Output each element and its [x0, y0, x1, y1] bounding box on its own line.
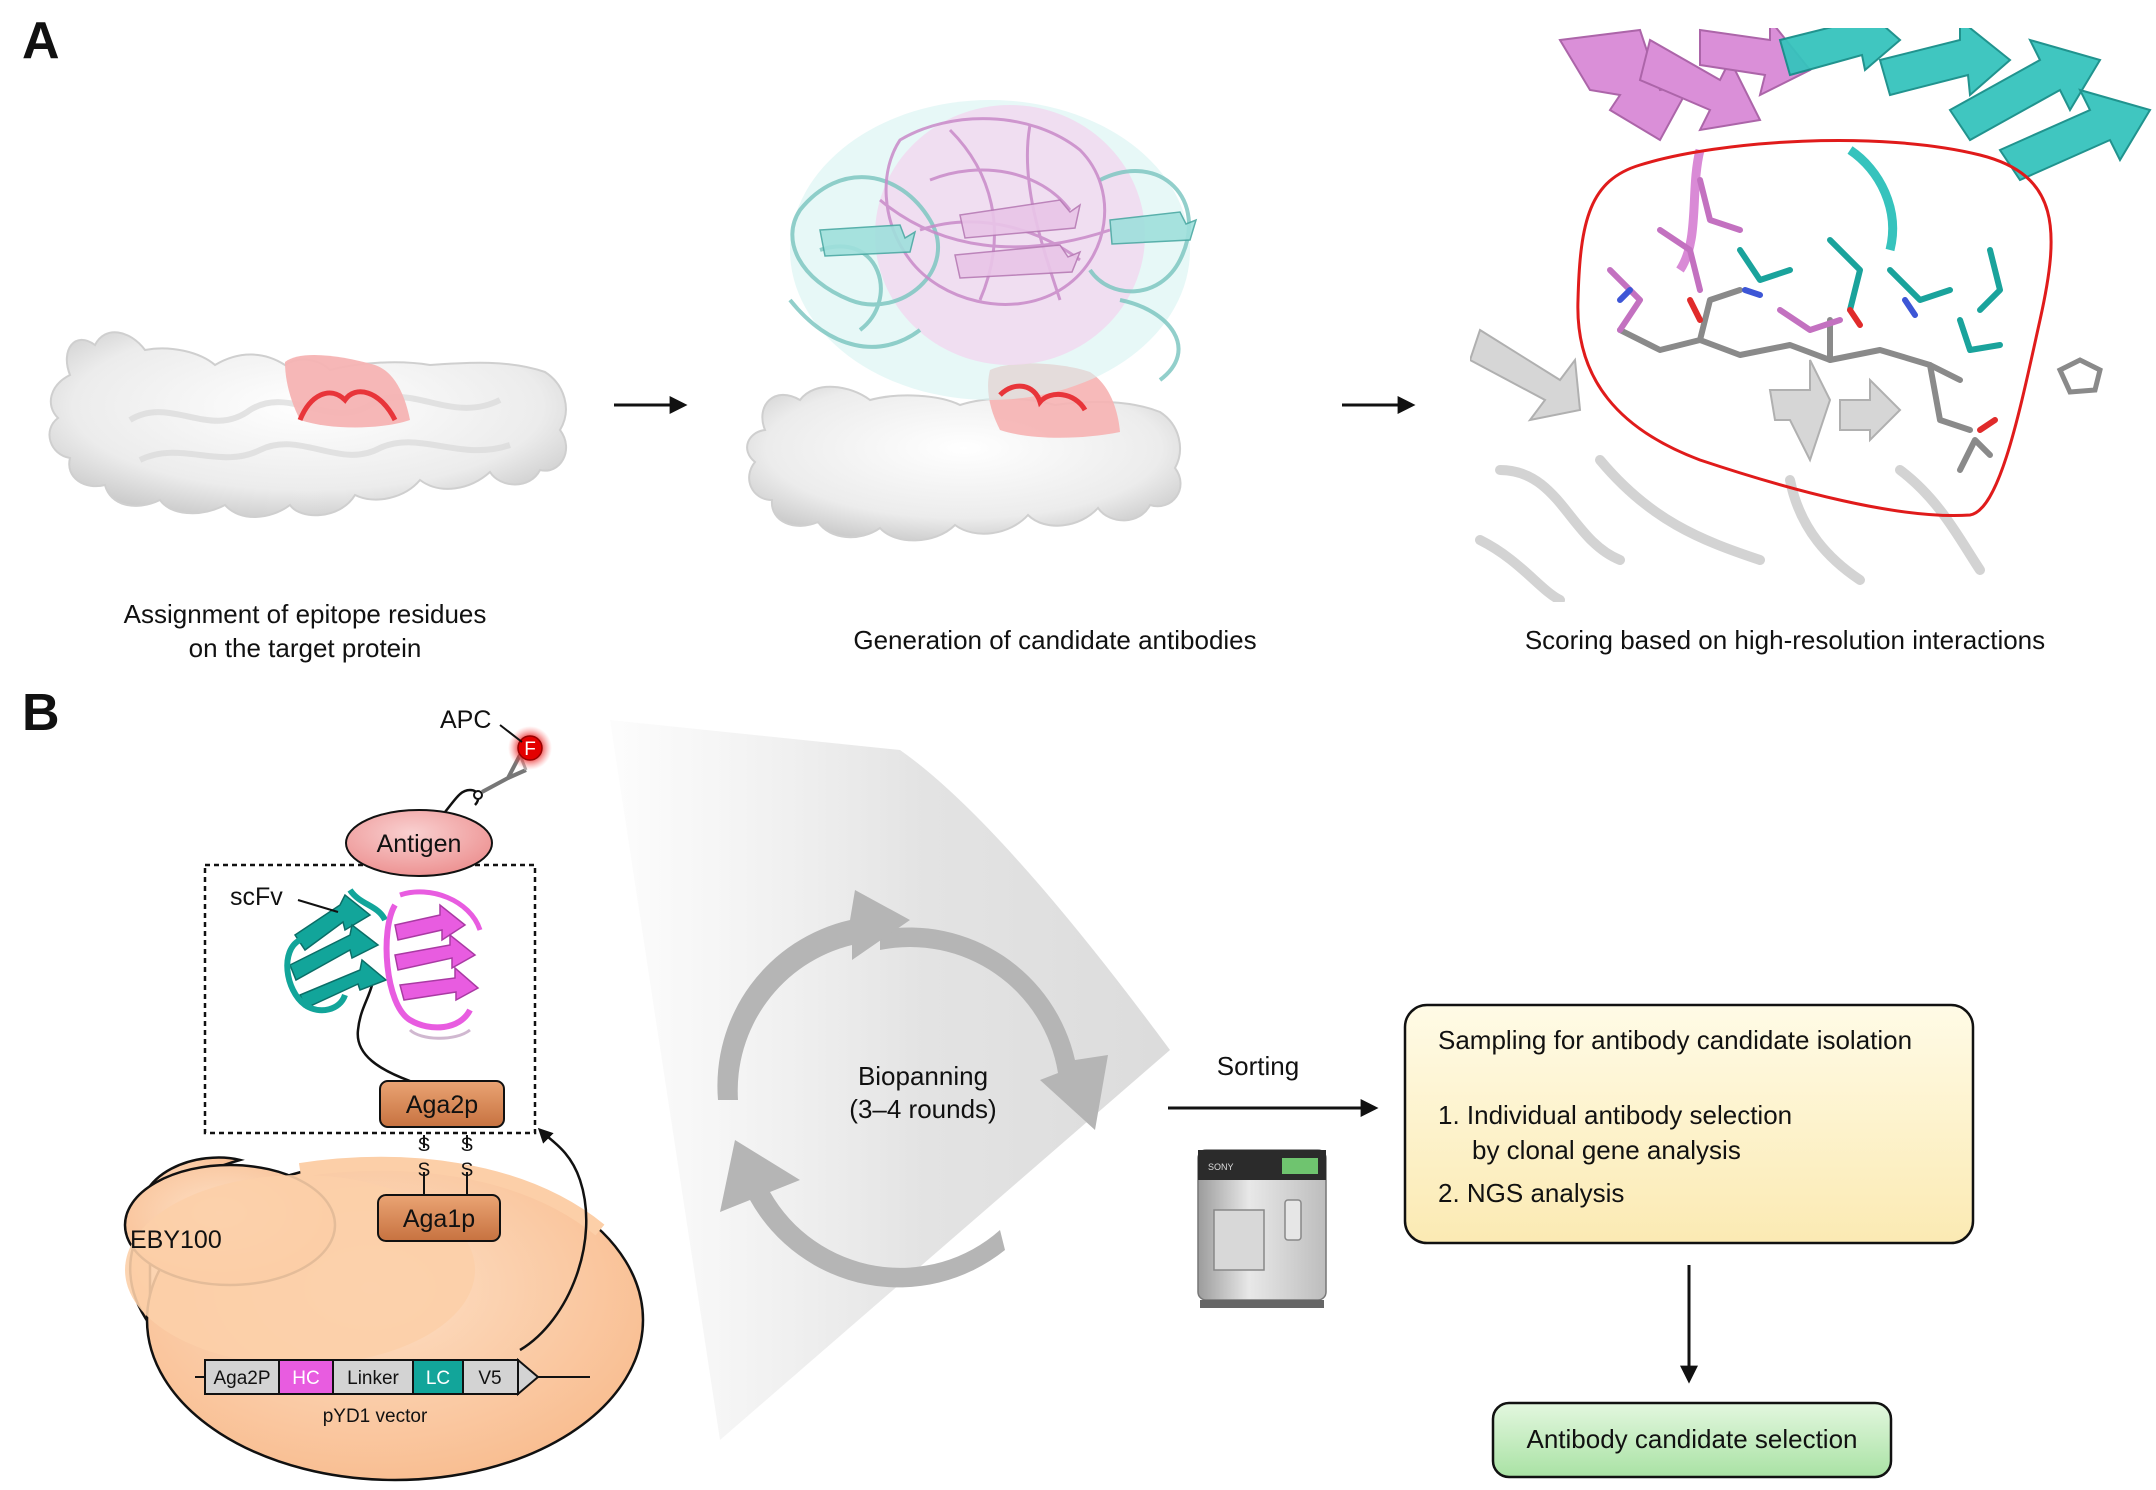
cycle-label-line2: (3–4 rounds): [849, 1094, 996, 1124]
target-protein-surface: [48, 331, 567, 518]
vector-name: pYD1 vector: [323, 1406, 428, 1427]
sampling-item1-line2: by clonal gene analysis: [1472, 1135, 1741, 1165]
aga1p-box: [377, 1194, 501, 1242]
epitope-region: [285, 354, 410, 428]
apc-label: APC: [440, 706, 491, 734]
sampling-box: [1403, 1003, 1975, 1245]
scfv-label: scFv: [230, 883, 283, 911]
antigen-label: Antigen: [377, 830, 462, 858]
sorting-label: Sorting: [1217, 1051, 1299, 1081]
cycle-label-line1: Biopanning: [858, 1061, 988, 1091]
interaction-interface-outline: [1576, 139, 2053, 518]
candidate-antibodies-model: [746, 100, 1198, 542]
interface-detail-model: [1470, 28, 2152, 602]
aga2p-box: [379, 1080, 505, 1128]
fluorophore-letter: F: [524, 739, 536, 760]
expression-arrow-icon: [519, 1127, 588, 1352]
hc-segment: [278, 1359, 334, 1395]
linker-tether: [356, 984, 411, 1083]
caption-generation: Generation of candidate antibodies: [853, 625, 1256, 655]
scfv-pointer: [297, 899, 339, 913]
aga2p-label: Aga2p: [406, 1091, 478, 1119]
zoom-beam: [610, 720, 1170, 1440]
sampling-item1-line1: 1. Individual antibody selection: [1438, 1100, 1792, 1130]
aga1p-label: Aga1p: [403, 1205, 475, 1233]
cell-label: EBY100: [130, 1226, 222, 1254]
sampling-title: Sampling for antibody candidate isolatio…: [1438, 1025, 1912, 1055]
vector-aga2p: Aga2P: [213, 1368, 270, 1389]
caption-epitope-line1: Assignment of epitope residues: [124, 599, 487, 629]
sampling-item2: 2. NGS analysis: [1438, 1178, 1624, 1208]
apc-pointer: [499, 724, 523, 743]
caption-scoring: Scoring based on high-resolution interac…: [1525, 625, 2045, 655]
scfv-structure: [284, 888, 483, 1040]
panel-label-b: B: [22, 684, 60, 742]
cycle-arrow-icon: [717, 890, 1108, 1288]
vector-map: [195, 1357, 590, 1397]
final-selection-label: Antibody candidate selection: [1526, 1424, 1857, 1454]
ss-left-bottom: S: [418, 1160, 431, 1181]
disulfide-bonds: [423, 1135, 468, 1195]
caption-epitope-line2: on the target protein: [189, 633, 422, 663]
antigen-shape: [345, 809, 493, 877]
ss-left-top: S: [418, 1135, 431, 1156]
fluorophore-icon: [517, 735, 543, 761]
lc-segment: [412, 1359, 464, 1395]
cell-sorter-icon: [1197, 1149, 1327, 1308]
vector-hc: HC: [292, 1368, 319, 1389]
vector-lc: LC: [426, 1368, 450, 1389]
antigen-tether: [444, 788, 480, 813]
final-selection-box: [1491, 1401, 1893, 1479]
sorter-brand: SONY: [1208, 1162, 1234, 1172]
vector-v5: V5: [478, 1368, 501, 1389]
ss-right-top: S: [461, 1135, 474, 1156]
ss-right-bottom: S: [461, 1160, 474, 1181]
vector-linker: Linker: [347, 1368, 399, 1389]
panel-label-a: A: [22, 12, 60, 70]
